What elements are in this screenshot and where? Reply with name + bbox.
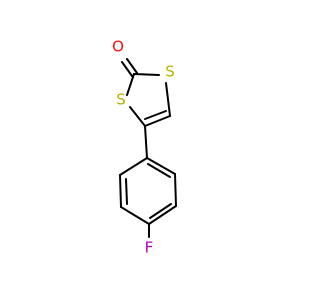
bond-s1-ch <box>165 82 171 117</box>
bond-benzene-inner-3 <box>147 163 171 178</box>
atom-fluorine-label: F <box>145 239 154 257</box>
bond-benzene-2 <box>119 174 122 208</box>
bond-c-s2 <box>126 73 135 96</box>
bond-carbonyl-2 <box>121 61 133 77</box>
atom-oxygen-label: O <box>112 38 124 56</box>
bond-benzene-5 <box>174 173 177 207</box>
bond-ring-double-2 <box>144 110 167 120</box>
bonds <box>119 58 177 238</box>
bond-benzene-3 <box>120 206 150 225</box>
atom-sulfur-label-1: S <box>165 63 175 81</box>
bond-benzene-4 <box>148 205 177 225</box>
bond-aryl-link <box>144 125 148 159</box>
bond-c-s1 <box>133 73 160 76</box>
bond-carbonyl-1 <box>126 58 138 74</box>
diagram-background <box>0 0 300 300</box>
bond-benzene-inner-1 <box>125 178 128 205</box>
bond-benzene-6 <box>146 157 176 175</box>
bond-c-s2b <box>129 106 146 127</box>
bond-benzene-inner-2 <box>149 203 172 219</box>
bond-ring-double-1 <box>144 115 171 127</box>
atom-labels: O S S F <box>112 38 175 257</box>
bond-benzene-1 <box>119 157 148 176</box>
molecule-structure-diagram: O S S F <box>0 0 300 300</box>
atom-sulfur-label-2: S <box>116 91 126 109</box>
